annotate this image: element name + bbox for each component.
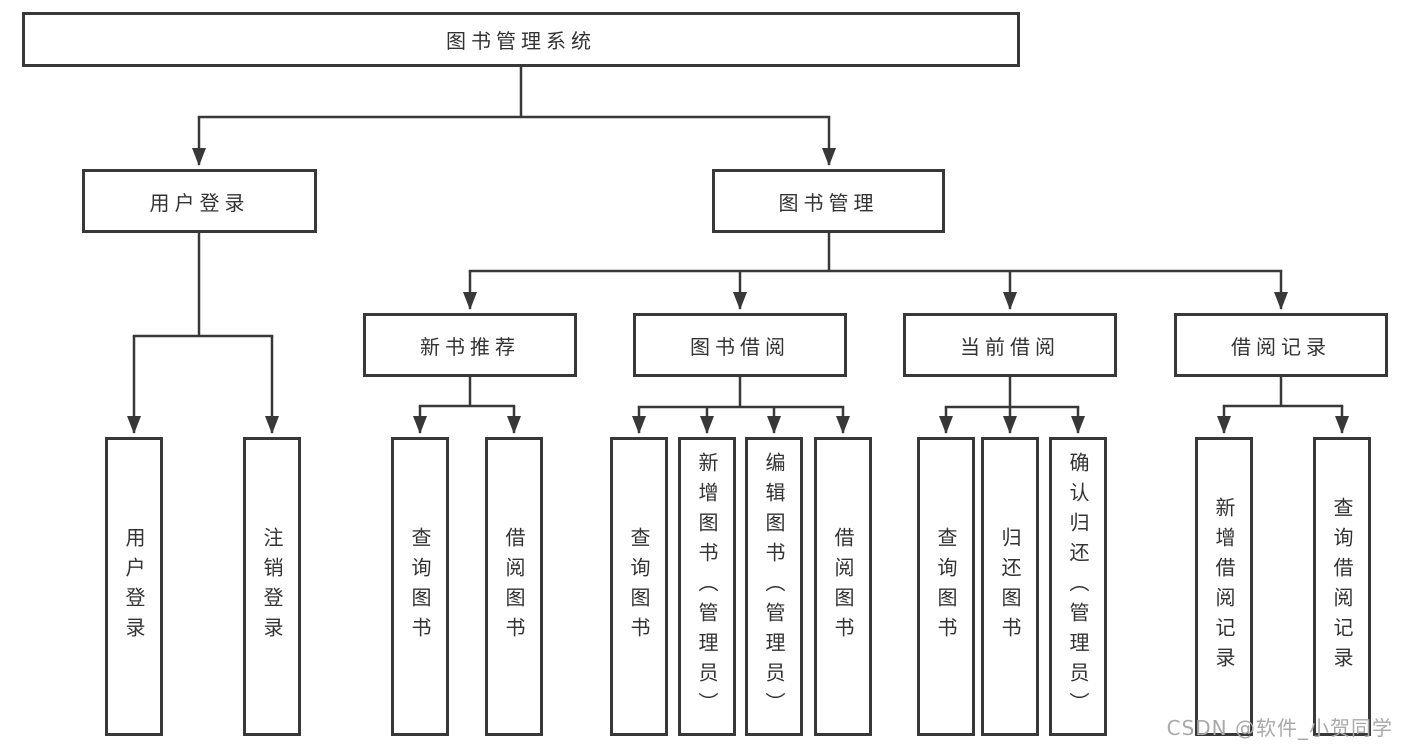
node-label: 图书管理 [778, 190, 879, 215]
node-label: 借阅记录 [1231, 334, 1331, 359]
leaf-logout: 注销登录 [243, 437, 301, 736]
watermark: CSDN @软件_小贺同学 [1166, 716, 1393, 740]
node-label: 新增图书（管理员） [695, 451, 719, 722]
node-label: 编辑图书（管理员） [762, 451, 786, 722]
node-current-borrow: 当前借阅 [903, 313, 1117, 377]
node-borrow-records: 借阅记录 [1174, 313, 1388, 377]
node-label: 归还图书 [998, 526, 1022, 647]
leaf-confirm-return-admin: 确认归还（管理员） [1049, 437, 1107, 736]
node-root: 图书管理系统 [22, 12, 1020, 67]
node-label: 新书推荐 [420, 334, 520, 359]
leaf-user-login: 用户登录 [105, 437, 163, 736]
node-label: 查询图书 [934, 526, 958, 647]
leaf-add-book-admin: 新增图书（管理员） [678, 437, 736, 736]
node-book-borrow: 图书借阅 [633, 313, 847, 377]
node-label: 借阅图书 [831, 526, 855, 647]
leaf-borrow-books-borrow: 借阅图书 [814, 437, 872, 736]
node-label: 查询图书 [627, 526, 651, 647]
leaf-edit-book-admin: 编辑图书（管理员） [745, 437, 803, 736]
leaf-return-book: 归还图书 [981, 437, 1039, 736]
node-label: 用户登录 [149, 190, 250, 215]
leaf-query-books-recommend: 查询图书 [391, 437, 449, 736]
leaf-query-borrow-record: 查询借阅记录 [1313, 437, 1371, 736]
node-label: 图书借阅 [690, 334, 790, 359]
node-label: 查询借阅记录 [1330, 496, 1354, 677]
node-label: 新增借阅记录 [1212, 496, 1236, 677]
leaf-query-books-borrow: 查询图书 [610, 437, 668, 736]
node-label: 注销登录 [260, 526, 284, 647]
node-label: 图书管理系统 [446, 29, 596, 53]
node-new-book-recommend: 新书推荐 [363, 313, 577, 377]
node-user-login: 用户登录 [82, 169, 317, 233]
node-label: 确认归还（管理员） [1066, 451, 1090, 722]
node-label: 借阅图书 [502, 526, 526, 647]
leaf-borrow-books-recommend: 借阅图书 [485, 437, 543, 736]
node-label: 查询图书 [408, 526, 432, 647]
connector-group [127, 67, 1349, 434]
node-label: 当前借阅 [960, 334, 1060, 359]
leaf-add-borrow-record: 新增借阅记录 [1195, 437, 1253, 736]
leaf-query-books-current: 查询图书 [917, 437, 975, 736]
node-book-management: 图书管理 [712, 169, 945, 233]
node-label: 用户登录 [122, 526, 146, 647]
